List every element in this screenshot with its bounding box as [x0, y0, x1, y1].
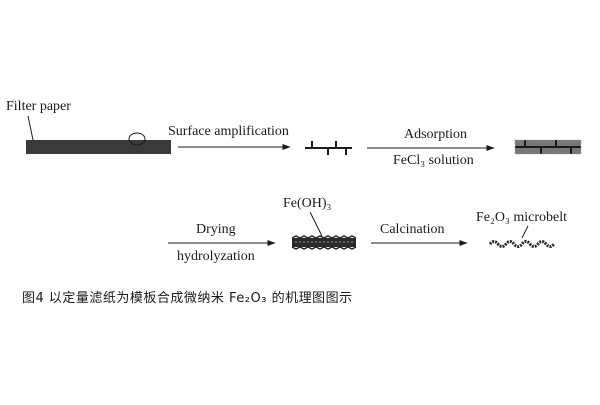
hydrolyzation-label: hydrolyzation	[177, 249, 255, 264]
feoh3-coated-fiber	[291, 235, 357, 250]
fe2o3-microbelt-label: Fe₂O₃ microbelt	[476, 210, 568, 225]
filter-paper-label: Filter paper	[6, 99, 71, 114]
magnification-circle	[128, 132, 146, 146]
feoh3-leader-line	[309, 211, 323, 237]
amplified-fiber-surface	[305, 141, 352, 155]
adsorption-label: Adsorption	[404, 127, 467, 142]
filter-paper-leader-line	[27, 115, 34, 141]
adsorbed-fiber	[514, 139, 582, 155]
calcination-label: Calcination	[380, 222, 445, 237]
surface-amplification-label: Surface amplification	[168, 124, 289, 139]
drying-label: Drying	[196, 222, 236, 237]
filter-paper-strip	[26, 140, 171, 154]
figure-caption: 图4 以定量滤纸为模板合成微纳米 Fe₂O₃ 的机理图图示	[22, 291, 353, 306]
fecl3-solution-label: FeCl₃ solution	[393, 153, 474, 168]
microbelt-leader-line	[521, 225, 529, 239]
fe2o3-microbelt	[488, 240, 556, 248]
feoh3-label: Fe(OH)₃	[283, 196, 332, 211]
